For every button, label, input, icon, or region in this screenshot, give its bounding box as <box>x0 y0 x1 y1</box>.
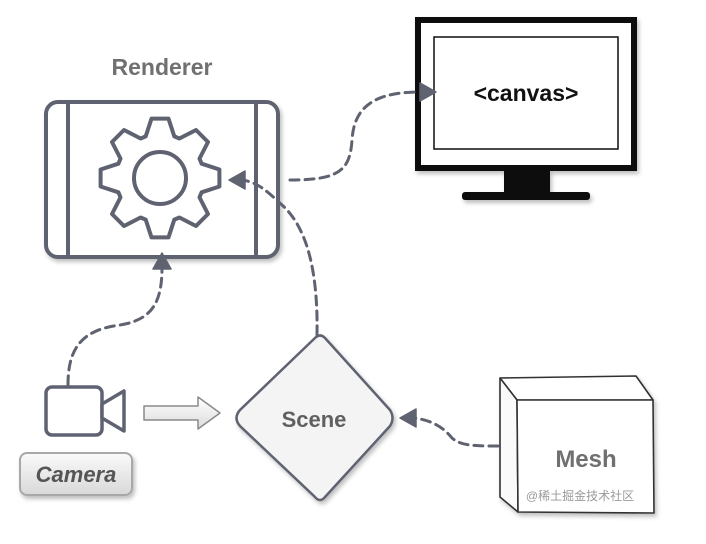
arrowhead-canvas <box>419 82 437 102</box>
renderer-to-canvas-connector <box>288 90 422 182</box>
watermark-text: @稀土掘金技术社区 <box>526 488 634 503</box>
renderer-node <box>44 100 280 259</box>
mesh-label: Mesh <box>555 446 616 473</box>
renderer-label: Renderer <box>112 54 213 80</box>
scene-node <box>235 334 394 502</box>
canvas-label: <canvas> <box>474 80 579 106</box>
arrowhead-renderer-right <box>228 170 246 190</box>
camera-label: Camera <box>36 462 117 487</box>
cube-icon <box>499 375 655 514</box>
camera-to-scene-arrow <box>143 396 221 430</box>
scene-to-renderer-connector <box>240 178 319 337</box>
mesh-to-scene-connector <box>412 416 500 448</box>
arrowhead-scene <box>399 408 417 428</box>
camera-badge <box>19 452 133 496</box>
camera-to-renderer-connector <box>66 266 164 387</box>
arrowhead-renderer-bottom <box>152 252 172 270</box>
scene-label: Scene <box>282 407 347 432</box>
video-camera-icon <box>44 385 126 437</box>
gear-icon <box>98 116 222 240</box>
monitor-icon <box>415 17 637 200</box>
